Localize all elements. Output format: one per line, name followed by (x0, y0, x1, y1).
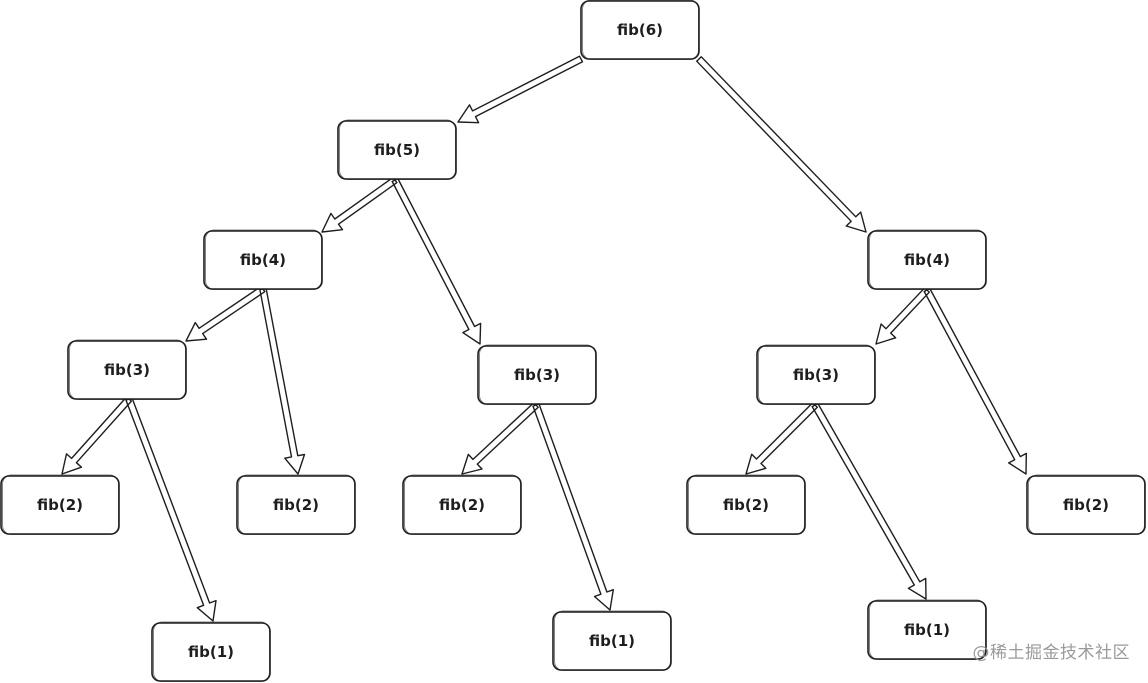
edge-arrow-n3a-to-n2a (61, 396, 133, 475)
node-label: fib(2) (1063, 496, 1109, 514)
node-label: fib(4) (904, 251, 950, 269)
node-label: fib(1) (904, 621, 950, 639)
tree-node-n3c: fib(3) (756, 344, 876, 405)
tree-node-n3b: fib(3) (477, 344, 597, 405)
tree-node-n6: fib(6) (580, 0, 700, 60)
node-box-sketch-outline (153, 621, 270, 682)
tree-node-n1a: fib(1) (151, 621, 271, 682)
edge-arrow-n4a-to-n3a (185, 285, 266, 342)
tree-node-n2d: fib(2) (686, 474, 806, 535)
node-box-sketch-outline (479, 344, 596, 405)
node-label: fib(3) (514, 366, 560, 384)
edge-arrow-n4a-to-n2b (259, 287, 306, 475)
edge-arrow-n5-to-n3b (391, 177, 482, 345)
tree-node-n2c: fib(2) (402, 474, 522, 535)
edge-arrow-n3c-to-n2d (745, 402, 818, 475)
edge-arrow-n3c-to-n1c (811, 402, 927, 600)
node-box-sketch-outline (238, 474, 355, 535)
edge-arrow-n6-to-n5 (457, 55, 584, 124)
tree-node-n4b: fib(4) (867, 229, 987, 290)
edges-layer (61, 55, 1027, 622)
tree-node-n2a: fib(2) (0, 474, 120, 535)
node-box-sketch-outline (404, 474, 521, 535)
node-box-sketch-outline (1028, 474, 1145, 535)
node-box-sketch-outline (339, 119, 456, 180)
node-label: fib(6) (617, 21, 663, 39)
watermark: @稀土掘金技术社区 (972, 643, 1130, 663)
tree-node-n4a: fib(4) (203, 229, 323, 290)
node-label: fib(1) (589, 632, 635, 650)
node-box-sketch-outline (2, 474, 119, 535)
edge-arrow-n6-to-n4b (696, 56, 867, 233)
node-box-sketch-outline (869, 599, 986, 660)
node-box-sketch-outline (582, 0, 699, 60)
tree-node-n1c: fib(1) (867, 599, 987, 660)
node-label: fib(3) (793, 366, 839, 384)
node-box-sketch-outline (69, 339, 186, 400)
edge-arrow-n5-to-n4a (321, 176, 398, 233)
tree-node-n5: fib(5) (337, 119, 457, 180)
edge-arrow-n4b-to-n2e (923, 287, 1027, 475)
node-box-sketch-outline (688, 474, 805, 535)
tree-node-n2e: fib(2) (1026, 474, 1146, 535)
tree-node-n1b: fib(1) (552, 610, 672, 671)
node-box-sketch-outline (205, 229, 322, 290)
node-box-sketch-outline (554, 610, 671, 671)
tree-node-n2b: fib(2) (236, 474, 356, 535)
node-label: fib(5) (374, 141, 420, 159)
node-label: fib(4) (240, 251, 286, 269)
node-box-sketch-outline (758, 344, 875, 405)
edge-arrow-n3a-to-n1a (125, 397, 217, 622)
edge-arrow-n4b-to-n3c (875, 287, 930, 345)
node-box-sketch-outline (869, 229, 986, 290)
node-label: fib(2) (273, 496, 319, 514)
node-label: fib(2) (37, 496, 83, 514)
node-label: fib(3) (104, 361, 150, 379)
node-label: fib(2) (439, 496, 485, 514)
node-label: fib(2) (723, 496, 769, 514)
node-label: fib(1) (188, 643, 234, 661)
tree-node-n3a: fib(3) (67, 339, 187, 400)
edge-arrow-n3b-to-n2c (461, 402, 539, 475)
edge-arrow-n3b-to-n1b (532, 403, 614, 611)
